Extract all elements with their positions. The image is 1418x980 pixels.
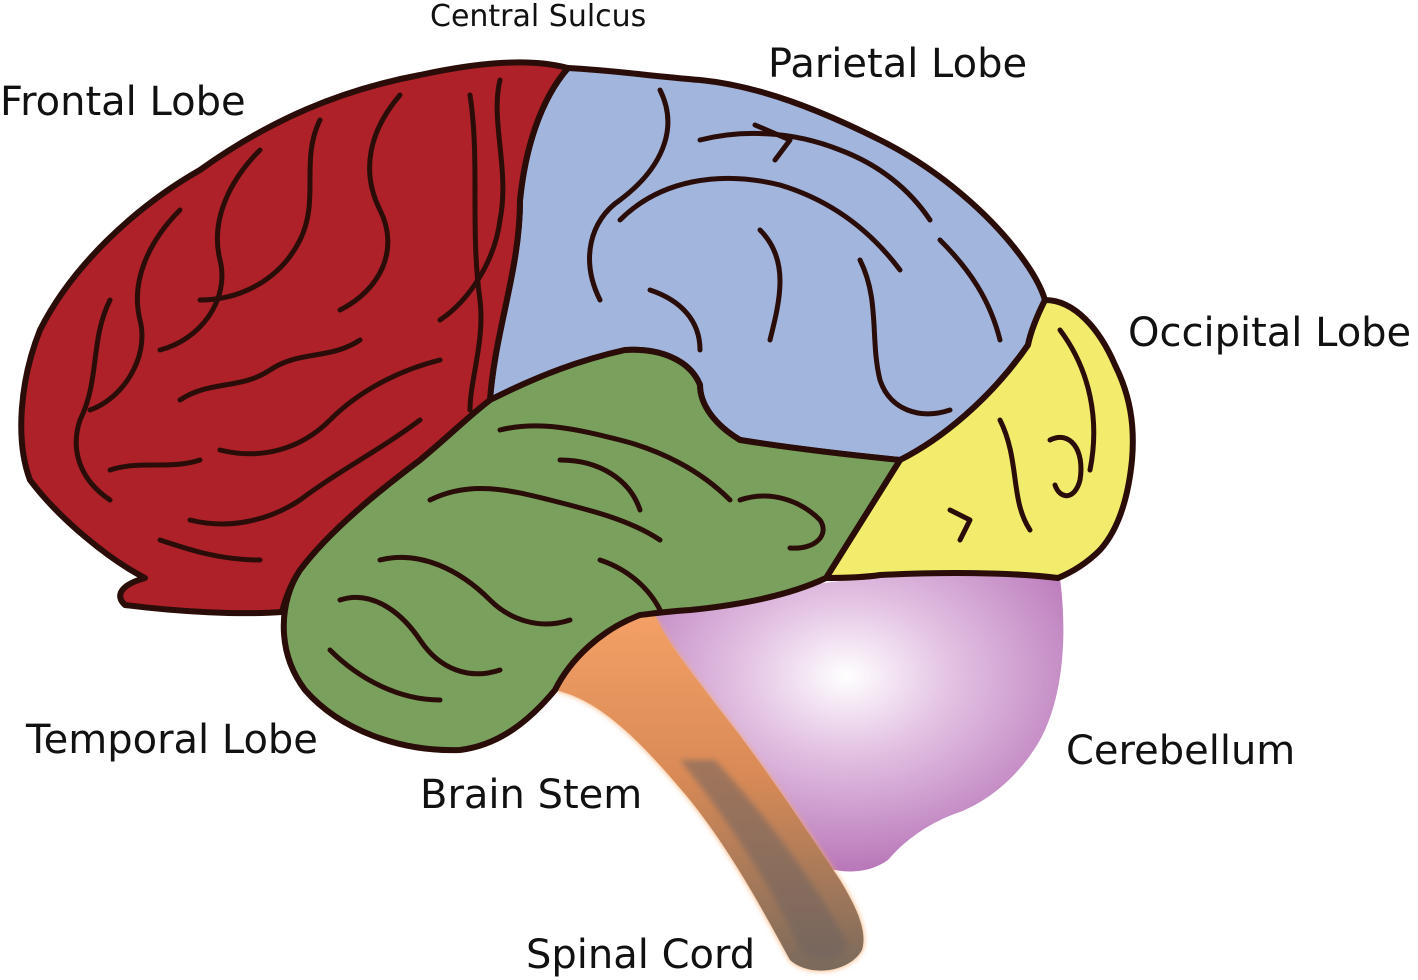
parietal-fold [857, 257, 953, 417]
temporal-fold [337, 594, 503, 677]
frontal-lobe-region [18, 59, 571, 617]
occipital-fold [947, 507, 973, 543]
temporal-fold [597, 557, 663, 613]
occipital-fold [1047, 435, 1084, 499]
frontal-fold [177, 337, 363, 403]
frontal-fold [87, 207, 183, 413]
brain-stem-shading [680, 760, 848, 960]
parietal-fold [752, 122, 793, 163]
parietal-fold [937, 237, 1003, 343]
frontal-fold [157, 147, 263, 353]
frontal-fold [107, 457, 203, 473]
frontal-fold [467, 92, 484, 413]
frontal-lobe-label: Frontal Lobe [0, 79, 246, 125]
temporal-fold [737, 493, 826, 551]
cerebellum-label: Cerebellum [1066, 728, 1296, 774]
frontal-fold [337, 92, 403, 313]
frontal-fold [187, 417, 423, 527]
temporal-fold [497, 423, 733, 503]
occipital-lobe-region [823, 297, 1136, 581]
parietal-fold [757, 227, 783, 343]
occipital-lobe-label: Occipital Lobe [1128, 310, 1412, 356]
brain-stem-label: Brain Stem [420, 772, 643, 818]
frontal-fold [157, 537, 263, 563]
frontal-fold [197, 117, 323, 303]
temporal-fold [377, 554, 573, 627]
temporal-lobe-label: Temporal Lobe [26, 717, 318, 763]
temporal-fold [327, 647, 443, 703]
occipital-fold [1057, 327, 1097, 473]
parietal-fold [697, 130, 933, 223]
frontal-fold [217, 357, 443, 457]
occipital-fold [997, 417, 1033, 533]
parietal-lobe-label: Parietal Lobe [768, 41, 1028, 87]
frontal-fold [437, 77, 506, 323]
temporal-fold [557, 457, 643, 513]
central-sulcus-label: Central Sulcus [430, 0, 647, 34]
parietal-fold [617, 175, 903, 273]
frontal-fold [73, 297, 113, 503]
temporal-fold [427, 485, 663, 543]
parietal-fold [587, 87, 671, 303]
parietal-fold [647, 287, 703, 353]
spinal-cord-label: Spinal Cord [526, 932, 756, 978]
